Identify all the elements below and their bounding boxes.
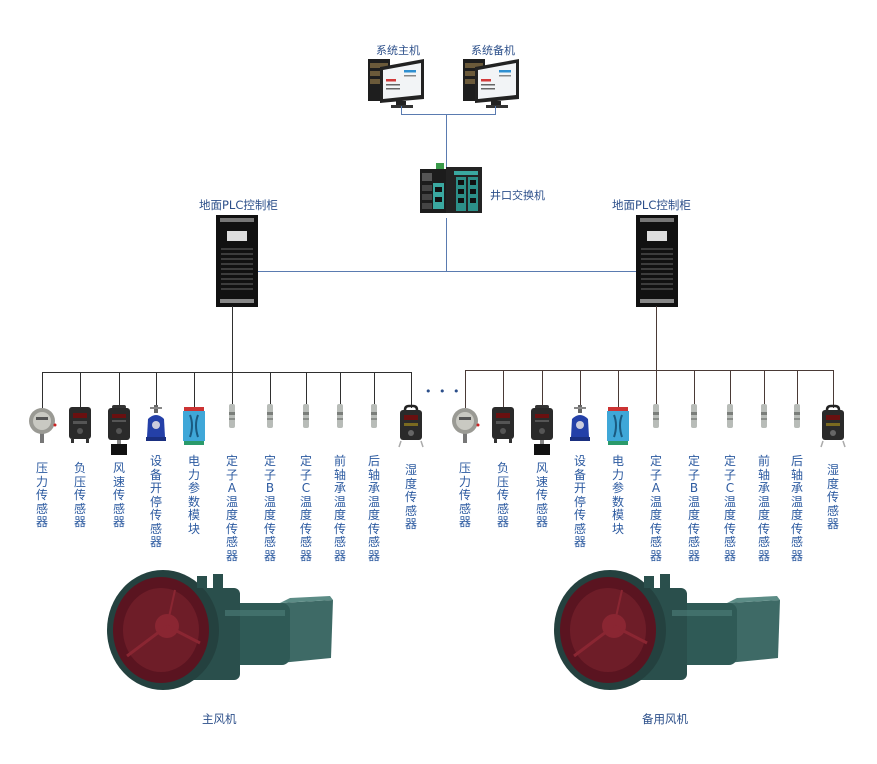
main-fan-icon[interactable] bbox=[105, 568, 335, 693]
host-primary-icon[interactable] bbox=[366, 55, 428, 111]
sensor-drop-line bbox=[194, 372, 195, 408]
sensor-bus-left bbox=[42, 372, 411, 373]
sensor-drop-line bbox=[580, 370, 581, 408]
backup-fan-icon[interactable] bbox=[552, 568, 782, 693]
sensor-label: 定子B温度传感器 bbox=[687, 454, 700, 563]
sensor-drop-line bbox=[411, 372, 412, 408]
sensor-label: 定子A温度传感器 bbox=[225, 454, 238, 563]
sensor-drop-line bbox=[270, 372, 271, 404]
sensor-drop-line bbox=[374, 372, 375, 404]
sensor-label: 设备开停传感器 bbox=[573, 454, 586, 549]
host-bus-line bbox=[401, 114, 496, 115]
host-backup-label: 系统备机 bbox=[471, 44, 515, 57]
sensor-label: 定子B温度传感器 bbox=[263, 454, 276, 563]
host-backup-icon[interactable] bbox=[461, 55, 523, 111]
switch-label: 井口交换机 bbox=[490, 189, 545, 202]
plc-right-label: 地面PLC控制柜 bbox=[612, 198, 691, 212]
sensor-drop-line bbox=[42, 372, 43, 408]
main-fan-label: 主风机 bbox=[202, 712, 237, 726]
sensor-drop-line bbox=[465, 370, 466, 408]
plc-left-down-line bbox=[232, 306, 233, 373]
host-primary-link bbox=[401, 106, 402, 115]
sensor-drop-line bbox=[306, 372, 307, 404]
sensor-drop-line bbox=[156, 372, 157, 408]
sensor-label: 电力参数模块 bbox=[187, 454, 200, 536]
sensor-drop-line bbox=[730, 370, 731, 404]
sensor-drop-line bbox=[764, 370, 765, 404]
sensor-drop-line bbox=[80, 372, 81, 408]
more-ellipsis: • • • bbox=[425, 385, 462, 398]
sensor-label: 定子C温度传感器 bbox=[299, 454, 312, 563]
host-backup-link bbox=[495, 106, 496, 115]
plc-right-down-line bbox=[656, 306, 657, 371]
plc-cabinet-left-icon[interactable] bbox=[216, 215, 258, 307]
sensor-label: 湿度传感器 bbox=[826, 463, 839, 531]
sensor-drop-line bbox=[833, 370, 834, 408]
sensor-label: 后轴承温度传感器 bbox=[367, 454, 380, 563]
sensor-drop-line bbox=[232, 372, 233, 404]
sensor-drop-line bbox=[542, 370, 543, 408]
backup-fan-label: 备用风机 bbox=[642, 712, 688, 726]
sensor-label: 压力传感器 bbox=[35, 461, 48, 529]
sensor-drop-line bbox=[503, 370, 504, 408]
sensor-label: 定子C温度传感器 bbox=[723, 454, 736, 563]
sensor-label: 后轴承温度传感器 bbox=[790, 454, 803, 563]
sensor-drop-line bbox=[797, 370, 798, 404]
sensor-label: 前轴承温度传感器 bbox=[757, 454, 770, 563]
sensor-label: 负压传感器 bbox=[73, 461, 86, 529]
sensor-bus-right bbox=[465, 370, 833, 371]
sensor-drop-line bbox=[694, 370, 695, 404]
sensor-label: 定子A温度传感器 bbox=[649, 454, 662, 563]
sensor-label: 前轴承温度传感器 bbox=[333, 454, 346, 563]
sensor-label: 风速传感器 bbox=[112, 461, 125, 529]
sensor-label: 压力传感器 bbox=[458, 461, 471, 529]
plc-bus-line bbox=[258, 271, 638, 272]
sensor-label: 负压传感器 bbox=[496, 461, 509, 529]
sensor-label: 风速传感器 bbox=[535, 461, 548, 529]
sensor-drop-line bbox=[340, 372, 341, 404]
sensor-label: 湿度传感器 bbox=[404, 463, 417, 531]
plc-cabinet-right-icon[interactable] bbox=[636, 215, 678, 307]
sensor-label: 电力参数模块 bbox=[611, 454, 624, 536]
switch-down-line bbox=[446, 218, 447, 272]
sensor-drop-line bbox=[656, 370, 657, 404]
sensor-drop-line bbox=[119, 372, 120, 408]
switch-icon[interactable] bbox=[416, 163, 484, 219]
host-primary-label: 系统主机 bbox=[376, 44, 420, 57]
plc-left-label: 地面PLC控制柜 bbox=[199, 198, 278, 212]
host-to-switch-line bbox=[446, 114, 447, 170]
sensor-drop-line bbox=[618, 370, 619, 408]
sensor-label: 设备开停传感器 bbox=[149, 454, 162, 549]
